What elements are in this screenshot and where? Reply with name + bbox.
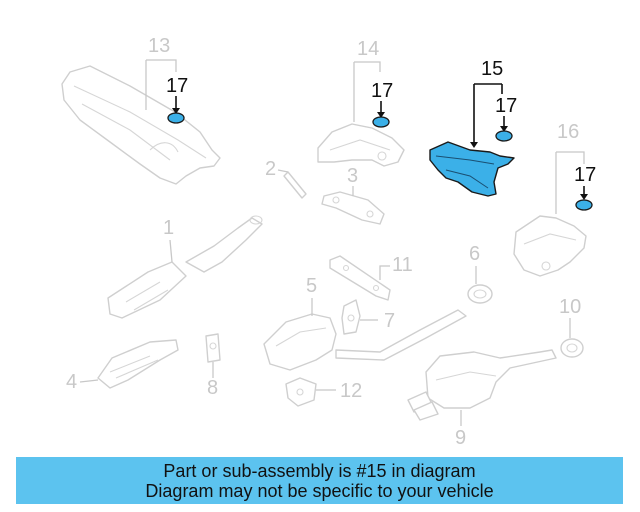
part-1-catalytic-converter[interactable] — [107, 215, 263, 319]
callout-10: 10 — [559, 296, 581, 338]
part-14-heat-shield[interactable] — [317, 123, 405, 167]
callout-5: 5 — [306, 275, 317, 316]
callout-3: 3 — [347, 165, 358, 196]
callout-4: 4 — [66, 371, 99, 393]
callout-9: 9 — [455, 410, 466, 449]
part-6-clamp[interactable] — [467, 284, 493, 304]
callout-6: 6 — [469, 243, 480, 284]
banner-line-2: Diagram may not be specific to your vehi… — [145, 481, 494, 501]
part-10-clamp[interactable] — [560, 338, 584, 358]
svg-text:16: 16 — [557, 121, 579, 143]
callout-7: 7 — [360, 310, 395, 332]
svg-text:10: 10 — [559, 296, 581, 318]
callout-15: 15 — [470, 58, 503, 148]
part-4-heat-shield[interactable] — [97, 339, 179, 389]
svg-text:4: 4 — [66, 371, 77, 393]
svg-text:8: 8 — [207, 377, 218, 399]
banner-line-1: Part or sub-assembly is #15 in diagram — [163, 461, 476, 481]
callout-2: 2 — [265, 158, 289, 180]
callout-17-a: 17 — [166, 75, 188, 114]
part-9-rear-muffler[interactable] — [407, 349, 557, 421]
part-5-center-muffler[interactable] — [263, 309, 467, 371]
svg-text:2: 2 — [265, 158, 276, 180]
nut-17-b[interactable] — [372, 116, 390, 128]
callout-1: 1 — [163, 217, 174, 263]
exhaust-system-diagram: 13 17 14 17 15 17 — [61, 35, 596, 449]
nut-17-c[interactable] — [495, 130, 513, 142]
svg-text:17: 17 — [166, 75, 188, 97]
part-7-rubber-hanger[interactable] — [341, 299, 361, 335]
svg-text:3: 3 — [347, 165, 358, 187]
svg-text:9: 9 — [455, 427, 466, 449]
callout-17-c: 17 — [495, 95, 517, 132]
svg-text:17: 17 — [574, 164, 596, 186]
callout-16: 16 — [555, 121, 585, 214]
part-15-heat-shield-highlighted[interactable] — [429, 141, 515, 197]
svg-text:14: 14 — [357, 38, 379, 60]
part-8-hanger[interactable] — [205, 333, 221, 363]
callout-13: 13 — [145, 35, 177, 110]
callout-11: 11 — [379, 254, 413, 280]
part-13-heat-shield[interactable] — [61, 65, 221, 185]
svg-text:6: 6 — [469, 243, 480, 265]
callout-14: 14 — [353, 38, 381, 122]
part-12-bracket[interactable] — [285, 377, 317, 407]
svg-text:7: 7 — [384, 310, 395, 332]
part-11-bracket[interactable] — [329, 255, 391, 301]
part-3-gasket[interactable] — [321, 191, 385, 225]
nut-17-d[interactable] — [575, 199, 593, 211]
callout-17-d: 17 — [574, 164, 596, 200]
callout-17-b: 17 — [371, 80, 393, 118]
svg-text:17: 17 — [371, 80, 393, 102]
part-2-bolt[interactable] — [283, 171, 307, 199]
svg-text:1: 1 — [163, 217, 174, 239]
svg-text:15: 15 — [481, 58, 503, 80]
svg-text:5: 5 — [306, 275, 317, 297]
part-16-heat-shield[interactable] — [513, 215, 587, 277]
callout-8: 8 — [207, 362, 218, 399]
svg-text:12: 12 — [340, 380, 362, 402]
svg-text:11: 11 — [392, 254, 413, 276]
callout-12: 12 — [316, 380, 362, 402]
svg-text:17: 17 — [495, 95, 517, 117]
nut-17-a[interactable] — [167, 112, 185, 124]
svg-text:13: 13 — [148, 35, 170, 57]
part-info-banner: Part or sub-assembly is #15 in diagram D… — [16, 457, 623, 504]
